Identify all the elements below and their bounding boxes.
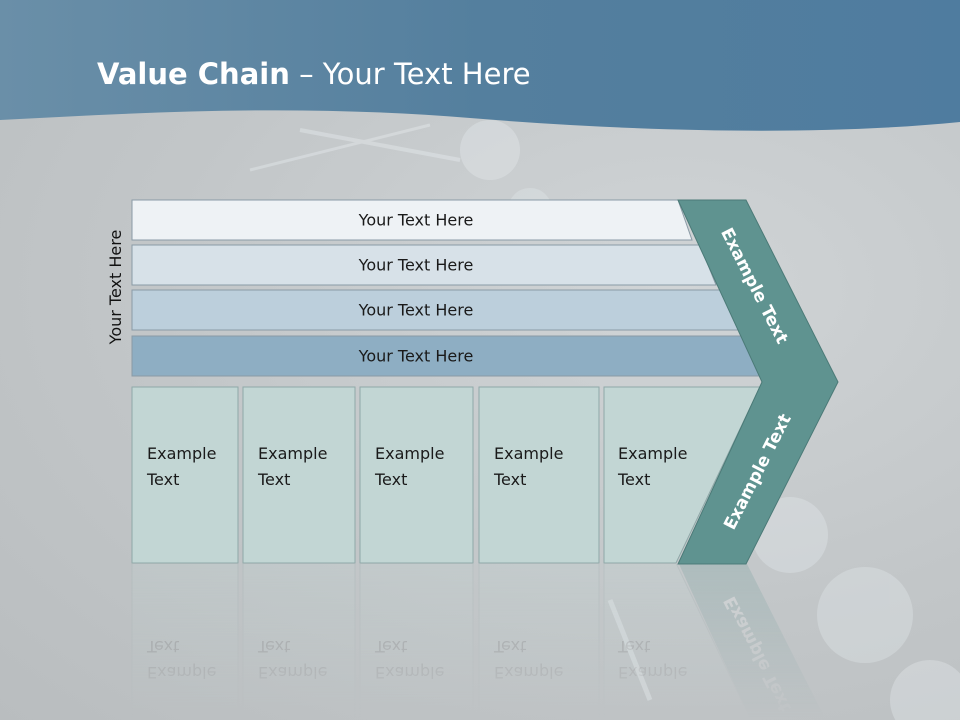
support-bar-label: Your Text Here (358, 256, 474, 275)
primary-box-label-line2: Text (493, 470, 526, 489)
primary-box (359, 386, 474, 564)
primary-box-label-line2: Text (617, 470, 650, 489)
primary-box-label-line2: Text (146, 470, 179, 489)
primary-box-label-line1: Example (258, 444, 327, 463)
primary-box (478, 386, 600, 564)
primary-box-reflection: Example Text (359, 562, 474, 720)
primary-box-reflection-line1: Example (147, 663, 216, 682)
primary-box-label-line1: Example (618, 444, 687, 463)
primary-box-reflection-line1: Example (375, 663, 444, 682)
title-bold: Value Chain (97, 57, 290, 91)
primary-box (131, 386, 239, 564)
header-band (0, 0, 960, 131)
support-bar (131, 199, 693, 241)
title-rest: – Your Text Here (289, 57, 531, 91)
primary-box-label-line1: Example (494, 444, 563, 463)
molecule-decoration (249, 120, 960, 720)
primary-box (242, 386, 356, 564)
primary-box-reflection-line2: Text (617, 637, 650, 656)
primary-box-reflection-line2: Text (257, 637, 290, 656)
support-bar-label: Your Text Here (358, 211, 474, 230)
primary-box-label-line2: Text (257, 470, 290, 489)
chevron-shape (677, 199, 839, 565)
primary-box-reflection-shape (359, 562, 474, 720)
primary-box-label-line2: Text (374, 470, 407, 489)
primary-box-reflection-line1: Example (494, 663, 563, 682)
primary-box-reflection-line1: Example (618, 663, 687, 682)
primary-box-reflection: Example Text (242, 562, 356, 720)
primary-box (603, 386, 761, 564)
support-bar-label: Your Text Here (358, 347, 474, 366)
primary-box-reflection-line2: Text (374, 637, 407, 656)
primary-box-reflection-line2: Text (493, 637, 526, 656)
support-bar-label: Your Text Here (358, 301, 474, 320)
diagram-reflection: ExampleTextExampleTextExampleTextExample… (131, 562, 826, 720)
primary-box-reflection: Example Text (603, 562, 752, 720)
primary-box-reflection-shape (603, 562, 752, 720)
chevron-reflection-shape (678, 562, 826, 720)
primary-box-reflection: Example Text (131, 562, 239, 720)
primary-box-reflection-line2: Text (146, 637, 179, 656)
primary-box-reflection-line1: Example (258, 663, 327, 682)
primary-box-label-line1: Example (147, 444, 216, 463)
slide-title: Value Chain – Your Text Here (97, 52, 531, 96)
primary-box-label-line1: Example (375, 444, 444, 463)
primary-box-reflection: Example Text (478, 562, 600, 720)
support-bar (131, 244, 717, 286)
primary-box-reflection-shape (478, 562, 600, 720)
primary-box-reflection-shape (131, 562, 239, 720)
primary-box-reflection-shape (242, 562, 356, 720)
